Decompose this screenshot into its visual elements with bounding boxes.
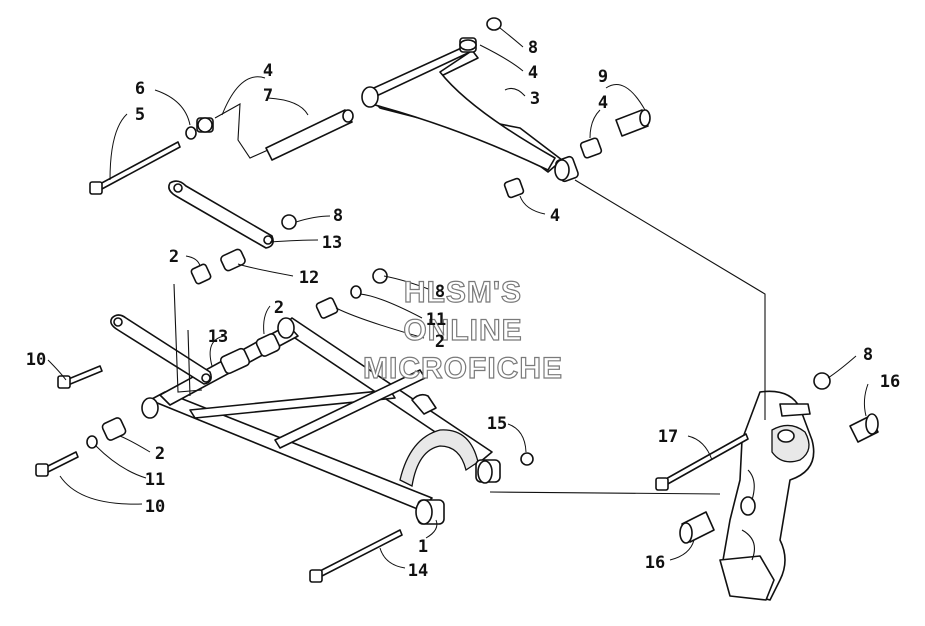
callout-11: 11 <box>426 310 446 330</box>
callout-7: 7 <box>263 86 273 106</box>
bolt-10-upper <box>57 365 103 389</box>
bushing-lower-2b <box>315 297 339 319</box>
watermark-line-3: MICROFICHE <box>363 352 563 385</box>
bushing-link-2 <box>190 263 212 285</box>
callout-11: 11 <box>145 470 165 490</box>
callout-4: 4 <box>550 206 560 226</box>
bushing-lower-2a <box>255 333 281 357</box>
bolt-upper-5 <box>89 141 181 195</box>
callout-10: 10 <box>145 497 165 517</box>
bushing-upper-lower <box>503 177 525 199</box>
connector-lower <box>489 491 721 495</box>
callout-4: 4 <box>263 61 273 81</box>
leader-lines <box>47 27 869 569</box>
callout-6: 6 <box>135 79 145 99</box>
callout-8: 8 <box>528 38 538 58</box>
callout-3: 3 <box>530 89 540 109</box>
lower-a-arm <box>141 317 501 525</box>
callout-8: 8 <box>435 282 445 302</box>
callout-4: 4 <box>598 93 608 113</box>
callout-14: 14 <box>408 561 428 581</box>
sleeve-upper <box>265 109 353 161</box>
washer-lower-11b <box>86 435 98 449</box>
bushing-16-lower <box>679 511 715 544</box>
watermark-line-2: ONLINE <box>403 314 522 347</box>
bolt-14 <box>309 529 403 583</box>
callout-13: 13 <box>322 233 342 253</box>
upper-a-arm <box>361 37 579 183</box>
callout-13: 13 <box>208 327 228 347</box>
nut-lower-8 <box>372 268 388 284</box>
callout-12: 12 <box>299 268 319 288</box>
callout-5: 5 <box>135 105 145 125</box>
watermark-line-1: HLSM'S <box>404 276 522 309</box>
callout-2: 2 <box>155 444 165 464</box>
callout-16: 16 <box>645 553 665 573</box>
bushing-upper-right <box>579 137 603 159</box>
callout-15: 15 <box>487 414 507 434</box>
callout-1: 1 <box>418 537 428 557</box>
callout-17: 17 <box>658 427 678 447</box>
callout-2: 2 <box>274 298 284 318</box>
bolt-10-lower <box>35 451 79 477</box>
connector-upper <box>574 179 766 420</box>
watermark: HLSM'S ONLINE MICROFICHE <box>362 275 563 385</box>
steering-knuckle <box>719 390 815 601</box>
callout-16: 16 <box>880 372 900 392</box>
nut-15 <box>520 452 534 466</box>
link-upper <box>168 180 274 249</box>
washer-lower-11 <box>350 285 362 299</box>
callout-8: 8 <box>863 345 873 365</box>
callout-2: 2 <box>435 332 445 352</box>
bushing-lower-13 <box>219 347 251 375</box>
nut-upper-8 <box>486 17 502 31</box>
washer-upper <box>185 126 197 140</box>
nut-link-8 <box>281 214 297 230</box>
callout-9: 9 <box>598 67 608 87</box>
callout-2: 2 <box>169 247 179 267</box>
callouts: 8 4 3 4 7 6 5 9 4 4 8 13 2 12 2 13 8 11 … <box>26 38 900 581</box>
nut-knuckle-8 <box>813 372 831 390</box>
callout-4: 4 <box>528 63 538 83</box>
callout-8: 8 <box>333 206 343 226</box>
bolt-17 <box>655 433 749 491</box>
bushing-lower-2c <box>101 417 127 441</box>
callout-10: 10 <box>26 350 46 370</box>
bushing-16-upper <box>849 413 879 443</box>
link-lower <box>110 314 212 385</box>
bushing-link <box>220 248 246 272</box>
